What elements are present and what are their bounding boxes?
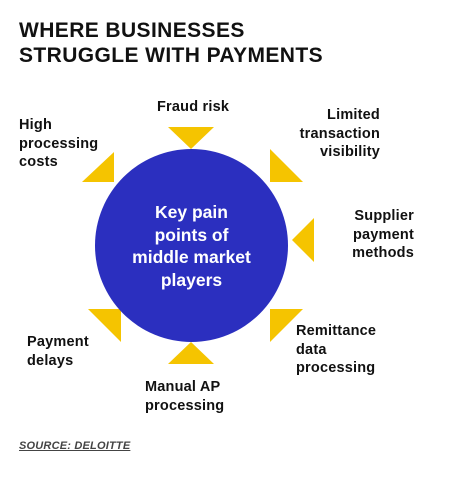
pain-point-payment-delays: Payment delays	[27, 334, 89, 369]
pain-point-transaction-visibility: Limited transaction visibility	[299, 107, 380, 160]
arrow-transaction-visibility	[270, 149, 303, 182]
source-credit: SOURCE: DELOITTE	[19, 440, 131, 452]
center-circle	[95, 149, 288, 342]
arrow-manual-ap	[168, 342, 214, 364]
chart-title: WHERE BUSINESSES STRUGGLE WITH PAYMENTS	[19, 19, 323, 67]
arrow-processing-costs	[82, 152, 114, 182]
pain-point-manual-ap-processing: Manual AP processing	[145, 379, 225, 414]
arrow-fraud-risk	[168, 127, 214, 149]
arrow-payment-delays	[88, 309, 121, 342]
pain-point-fraud-risk: Fraud risk	[157, 99, 230, 115]
pain-point-remittance-data-processing: Remittance data processing	[296, 323, 377, 376]
center-label: Key pain points of middle market players	[132, 202, 251, 290]
pain-point-supplier-payment-methods: Supplier payment methods	[352, 208, 414, 261]
pain-point-high-processing-costs: High processing costs	[19, 117, 99, 170]
arrow-supplier-payment	[292, 218, 314, 262]
arrow-remittance-data	[270, 309, 303, 342]
